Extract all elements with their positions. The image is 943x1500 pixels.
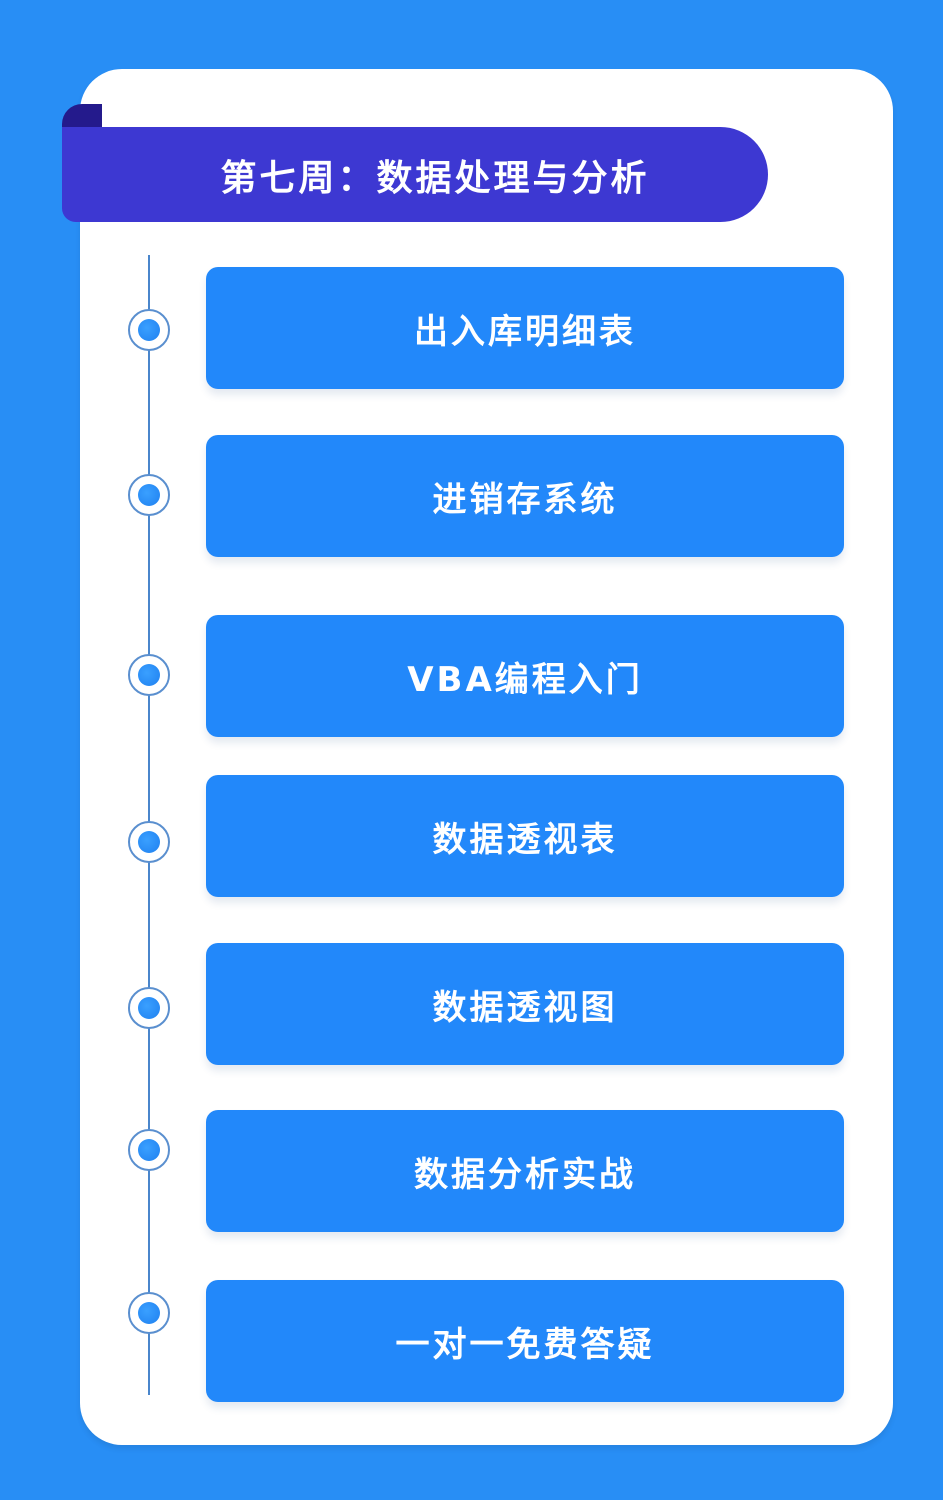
item-label: 数据透视图 xyxy=(432,987,618,1028)
item-label: 数据分析实战 xyxy=(414,1154,636,1195)
timeline-item-inventory-details[interactable]: 出入库明细表 xyxy=(206,267,844,389)
item-label: 进销存系统 xyxy=(432,479,618,520)
item-label: 一对一免费答疑 xyxy=(395,1324,655,1365)
timeline-dot-icon xyxy=(128,309,170,351)
timeline-dot-icon xyxy=(128,654,170,696)
timeline-item-pivot-chart[interactable]: 数据透视图 xyxy=(206,943,844,1065)
item-label: 出入库明细表 xyxy=(414,311,636,352)
item-label: 数据透视表 xyxy=(432,819,618,860)
timeline-dot-icon xyxy=(128,474,170,516)
timeline-item-data-analysis[interactable]: 数据分析实战 xyxy=(206,1110,844,1232)
timeline-dot-icon xyxy=(128,1129,170,1171)
timeline-item-qa[interactable]: 一对一免费答疑 xyxy=(206,1280,844,1402)
item-label: VBA编程入门 xyxy=(407,659,643,700)
timeline-item-inventory-system[interactable]: 进销存系统 xyxy=(206,435,844,557)
timeline-dot-icon xyxy=(128,987,170,1029)
timeline-item-vba-intro[interactable]: VBA编程入门 xyxy=(206,615,844,737)
header-ribbon: 第七周：数据处理与分析 xyxy=(62,127,768,222)
timeline-dot-icon xyxy=(128,1292,170,1334)
page-title: 第七周：数据处理与分析 xyxy=(220,157,650,199)
timeline-dot-icon xyxy=(128,821,170,863)
timeline-item-pivot-table[interactable]: 数据透视表 xyxy=(206,775,844,897)
